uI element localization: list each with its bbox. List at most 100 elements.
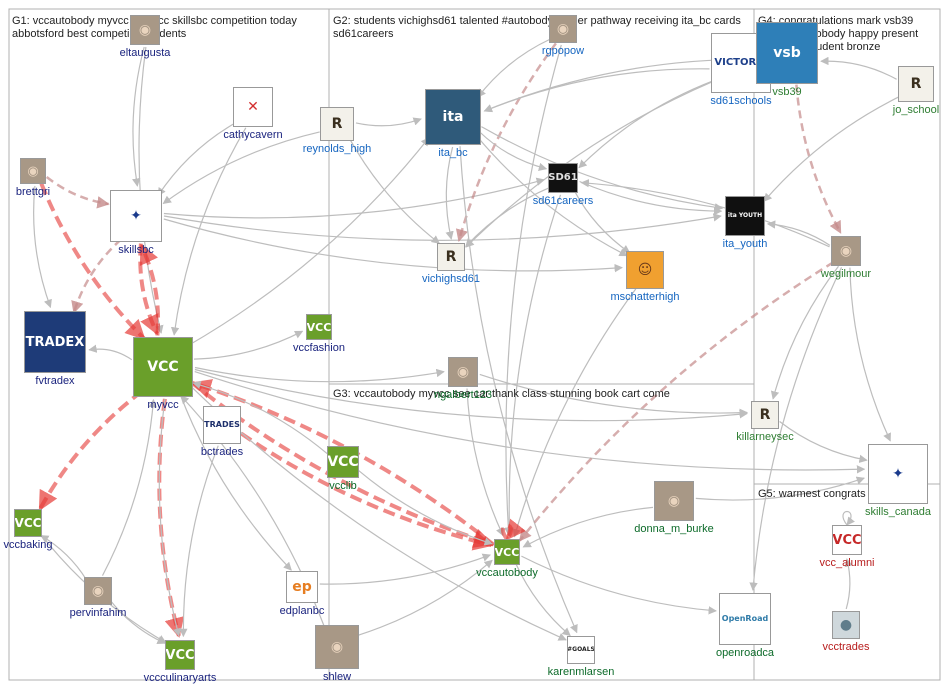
node-label: brettgri [15, 186, 51, 198]
profile-photo-icon[interactable]: ◉ [549, 15, 577, 43]
avatar-cartoon-icon[interactable]: ☺ [626, 251, 664, 289]
node-label: sd61careers [532, 195, 594, 207]
vcc-logo-icon[interactable]: VCC [306, 314, 332, 340]
edge-reynolds_high-to-vichighsd61 [348, 138, 440, 244]
edge-vcctrades-to-vcc_alumni [844, 558, 853, 610]
edge-myvcc-to-vccbaking [38, 389, 144, 512]
skills-logo-icon[interactable]: ✦ [868, 444, 928, 504]
node-label: shlew [322, 671, 352, 683]
node-label: ita_bc [438, 147, 468, 159]
careers-logo-icon[interactable]: SD61 [548, 163, 578, 193]
node-label: karenmlarsen [547, 666, 615, 678]
edge-pervinfahim-to-vccbaking [40, 534, 88, 581]
profile-photo-icon[interactable]: ◉ [831, 236, 861, 266]
node-label: cathycavern [223, 129, 283, 141]
node-label: skills_canada [864, 506, 932, 518]
vcc-logo-icon[interactable]: VCC [494, 539, 520, 565]
edge-myvcc-to-vccculinaryarts [157, 398, 185, 638]
vcc-alumni-logo-icon[interactable]: VCC [832, 525, 862, 555]
edge-vccautobody-to-vccautobody [501, 518, 526, 541]
broken-image-icon[interactable]: ✕ [233, 87, 273, 127]
school-crest-icon[interactable]: R [437, 243, 465, 271]
edge-wegilmour-to-sd61careers [580, 179, 830, 248]
group-label-g2: G2: students vichighsd61 talented #autob… [333, 15, 741, 40]
edge-rgpopow-to-ita_bc [477, 38, 551, 98]
edge-wegilmour-to-ita_youth [766, 220, 831, 246]
node-label: eltaugusta [119, 47, 171, 59]
node-label: vsb39 [772, 86, 802, 98]
default-avatar-icon[interactable]: ● [832, 611, 860, 639]
edge-myvcc-to-edplanbc [179, 393, 292, 571]
edge-edplanbc-to-vccautobody [319, 553, 491, 585]
profile-photo-icon[interactable]: ◉ [130, 15, 160, 45]
edge-vsb39-to-wegilmour [795, 84, 842, 234]
edge-ngalbert123-to-killarneysec [479, 373, 749, 417]
edge-pervinfahim-to-myvcc [101, 398, 158, 576]
edge-sd61careers-to-vichighsd61 [465, 187, 550, 248]
node-label: myvcc [147, 399, 179, 411]
node-label: openroadca [715, 647, 775, 659]
node-label: ngalbert123 [433, 389, 493, 401]
edge-wegilmour-to-killarneysec [770, 265, 839, 400]
edge-reynolds_high-to-ita_bc [355, 117, 422, 127]
node-label: jo_school [892, 104, 940, 116]
school-crest-icon[interactable]: R [898, 66, 934, 102]
edge-ita_bc-to-mschatterhigh [476, 135, 628, 257]
vcc-logo-icon[interactable]: VCC [14, 509, 42, 537]
vcc-logo-icon[interactable]: VCC [327, 446, 359, 478]
edge-ngalbert123-to-vccautobody [466, 388, 504, 537]
edge-wegilmour-to-vccautobody [518, 261, 834, 542]
node-label: mschatterhigh [610, 291, 680, 303]
profile-photo-icon[interactable]: ◉ [20, 158, 46, 184]
edge-rgpopow-to-vichighsd61 [455, 42, 557, 243]
node-label: ita_youth [722, 238, 768, 250]
node-label: vcc_alumni [819, 557, 875, 569]
edge-ita_bc-to-karenmlarsen [459, 146, 578, 634]
edge-myvcc-to-ngalbert123 [194, 366, 445, 383]
school-crest-icon[interactable]: R [320, 107, 354, 141]
edge-mschatterhigh-to-vccautobody [512, 288, 637, 538]
node-label: fvtradex [35, 375, 75, 387]
ita-logo-icon[interactable]: ita [425, 89, 481, 145]
edge-sd61careers-to-ita_youth [579, 180, 723, 216]
edge-myvcc-to-skillsbc [139, 243, 161, 336]
goals-logo-icon[interactable]: #GOALS [567, 636, 595, 664]
node-label: vccbaking [3, 539, 53, 551]
ita-youth-logo-icon[interactable]: ita YOUTH [725, 196, 765, 236]
node-label: donna_m_burke [634, 523, 714, 535]
openroad-logo-icon[interactable]: OpenRoad [719, 593, 771, 645]
vcc-logo-icon[interactable]: VCC [165, 640, 195, 670]
edge-eltaugusta-to-skillsbc [132, 46, 145, 187]
edplan-logo-icon[interactable]: ep [286, 571, 318, 603]
edge-sd61schools-to-ita_bc [483, 68, 710, 113]
skills-logo-icon[interactable]: ✦ [110, 190, 162, 242]
profile-photo-icon[interactable]: ◉ [654, 481, 694, 521]
vsb-logo-icon[interactable]: vsb [756, 22, 818, 84]
edge-vccautobody-to-karenmlarsen [515, 563, 571, 637]
edge-shlew-to-vccautobody [357, 559, 493, 636]
vcc-logo-icon[interactable]: VCC [133, 337, 193, 397]
trades-logo-icon[interactable]: TRADES [203, 406, 241, 444]
profile-photo-icon[interactable]: ◉ [84, 577, 112, 605]
node-label: vccfashion [293, 342, 345, 354]
profile-photo-icon[interactable]: ◉ [315, 625, 359, 669]
edge-skillsbc-to-ita_youth [163, 213, 722, 241]
edge-lines [33, 38, 901, 644]
tradex-logo-icon[interactable]: TRADEX [24, 311, 86, 373]
edge-rgpopow-to-vccautobody [504, 44, 562, 536]
node-label: vccautobody [476, 567, 538, 579]
edge-myvcc-to-ita_bc [186, 137, 430, 347]
node-label: vccculinaryarts [143, 672, 217, 684]
node-label: pervinfahim [69, 607, 127, 619]
edge-killarneysec-to-skills_canada [779, 421, 868, 463]
edge-sd61schools-to-sd61careers [578, 79, 715, 169]
node-label: rgpopow [541, 45, 585, 57]
profile-photo-icon[interactable]: ◉ [448, 357, 478, 387]
edge-brettgri-to-skillsbc [45, 176, 110, 209]
edge-skillsbc-to-fvtradex [71, 238, 122, 314]
school-crest-icon[interactable]: R [751, 401, 779, 429]
edge-myvcc-to-vccfashion [193, 330, 304, 360]
edge-sd61careers-to-vccautobody [505, 194, 562, 537]
